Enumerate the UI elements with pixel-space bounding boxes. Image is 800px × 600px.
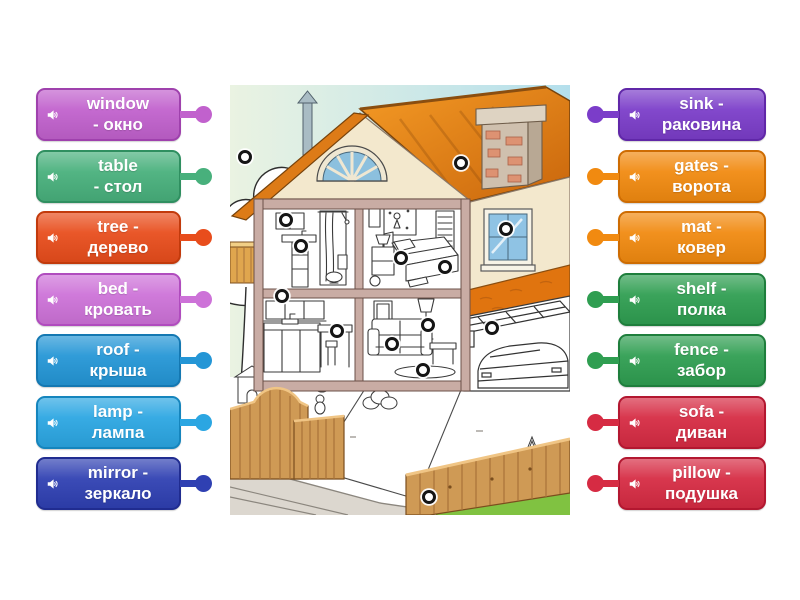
connector-knob[interactable] bbox=[195, 291, 212, 308]
label-text: sofa - диван bbox=[675, 402, 728, 442]
connector-knob[interactable] bbox=[195, 106, 212, 123]
connector-stem bbox=[180, 111, 198, 118]
label-mat[interactable]: mat - ковер bbox=[587, 211, 766, 264]
target-dot-tree[interactable] bbox=[237, 149, 252, 164]
connector-knob[interactable] bbox=[195, 229, 212, 246]
connector-stem bbox=[601, 296, 619, 303]
label-text: bed - кровать bbox=[84, 279, 152, 319]
target-dot-sink[interactable] bbox=[293, 238, 308, 253]
label-mirror[interactable]: mirror - зеркало bbox=[36, 457, 212, 510]
label-fence[interactable]: fence - забор bbox=[587, 334, 766, 387]
connector-knob[interactable] bbox=[587, 229, 604, 246]
connector-stem bbox=[180, 234, 198, 241]
label-text: lamp - лампа bbox=[91, 402, 145, 442]
target-dot-pillow[interactable] bbox=[393, 250, 408, 265]
target-dot-roof[interactable] bbox=[453, 155, 468, 170]
label-window[interactable]: window - окно bbox=[36, 88, 212, 141]
speaker-icon[interactable] bbox=[628, 416, 642, 430]
speaker-icon[interactable] bbox=[628, 170, 642, 184]
connector-stem bbox=[601, 419, 619, 426]
target-dot-gates[interactable] bbox=[484, 320, 499, 335]
label-text: pillow - подушка bbox=[664, 463, 738, 503]
connector-knob[interactable] bbox=[587, 168, 604, 185]
label-roof[interactable]: roof - крыша bbox=[36, 334, 212, 387]
speaker-icon[interactable] bbox=[46, 354, 60, 368]
connector-stem bbox=[601, 111, 619, 118]
speaker-icon[interactable] bbox=[628, 477, 642, 491]
label-text: mat - ковер bbox=[677, 217, 726, 257]
speaker-icon[interactable] bbox=[46, 477, 60, 491]
connector-knob[interactable] bbox=[587, 291, 604, 308]
target-dot-fence[interactable] bbox=[421, 489, 436, 504]
label-pillow[interactable]: pillow - подушка bbox=[587, 457, 766, 510]
label-text: tree - дерево bbox=[87, 217, 149, 257]
connector-knob[interactable] bbox=[587, 352, 604, 369]
target-dot-sofa[interactable] bbox=[384, 336, 399, 351]
label-text: window - окно bbox=[86, 94, 150, 134]
target-dot-kitchen-window[interactable] bbox=[274, 288, 289, 303]
target-dot-mat[interactable] bbox=[415, 362, 430, 377]
connector-stem bbox=[601, 357, 619, 364]
connector-knob[interactable] bbox=[195, 352, 212, 369]
house-scene bbox=[230, 85, 570, 515]
speaker-icon[interactable] bbox=[46, 293, 60, 307]
label-gates[interactable]: gates - ворота bbox=[587, 150, 766, 203]
label-shelf[interactable]: shelf - полка bbox=[587, 273, 766, 326]
label-lamp[interactable]: lamp - лампа bbox=[36, 396, 212, 449]
target-dot-table[interactable] bbox=[329, 323, 344, 338]
connector-knob[interactable] bbox=[587, 414, 604, 431]
label-sofa[interactable]: sofa - диван bbox=[587, 396, 766, 449]
connector-stem bbox=[180, 357, 198, 364]
label-text: fence - забор bbox=[674, 340, 729, 380]
connector-stem bbox=[180, 173, 198, 180]
connector-stem bbox=[601, 480, 619, 487]
target-dot-floor-lamp[interactable] bbox=[420, 317, 435, 332]
connector-knob[interactable] bbox=[195, 414, 212, 431]
label-text: table - стол bbox=[93, 156, 143, 196]
connector-knob[interactable] bbox=[587, 106, 604, 123]
connector-stem bbox=[601, 173, 619, 180]
connector-knob[interactable] bbox=[195, 168, 212, 185]
target-dot-window[interactable] bbox=[498, 221, 513, 236]
connector-knob[interactable] bbox=[587, 475, 604, 492]
target-dot-bathroom-cabinet[interactable] bbox=[278, 212, 293, 227]
label-text: sink - раковина bbox=[661, 94, 742, 134]
speaker-icon[interactable] bbox=[628, 293, 642, 307]
label-text: roof - крыша bbox=[89, 340, 147, 380]
label-table[interactable]: table - стол bbox=[36, 150, 212, 203]
label-text: mirror - зеркало bbox=[84, 463, 152, 503]
speaker-icon[interactable] bbox=[46, 416, 60, 430]
connector-stem bbox=[601, 234, 619, 241]
connector-knob[interactable] bbox=[195, 475, 212, 492]
target-dot-bed[interactable] bbox=[437, 259, 452, 274]
speaker-icon[interactable] bbox=[628, 231, 642, 245]
speaker-icon[interactable] bbox=[628, 354, 642, 368]
speaker-icon[interactable] bbox=[46, 170, 60, 184]
speaker-icon[interactable] bbox=[46, 231, 60, 245]
connector-stem bbox=[180, 296, 198, 303]
speaker-icon[interactable] bbox=[628, 108, 642, 122]
label-sink[interactable]: sink - раковина bbox=[587, 88, 766, 141]
label-bed[interactable]: bed - кровать bbox=[36, 273, 212, 326]
connector-stem bbox=[180, 419, 198, 426]
label-text: gates - ворота bbox=[672, 156, 731, 196]
label-text: shelf - полка bbox=[676, 279, 727, 319]
connector-stem bbox=[180, 480, 198, 487]
speaker-icon[interactable] bbox=[46, 108, 60, 122]
label-tree[interactable]: tree - дерево bbox=[36, 211, 212, 264]
